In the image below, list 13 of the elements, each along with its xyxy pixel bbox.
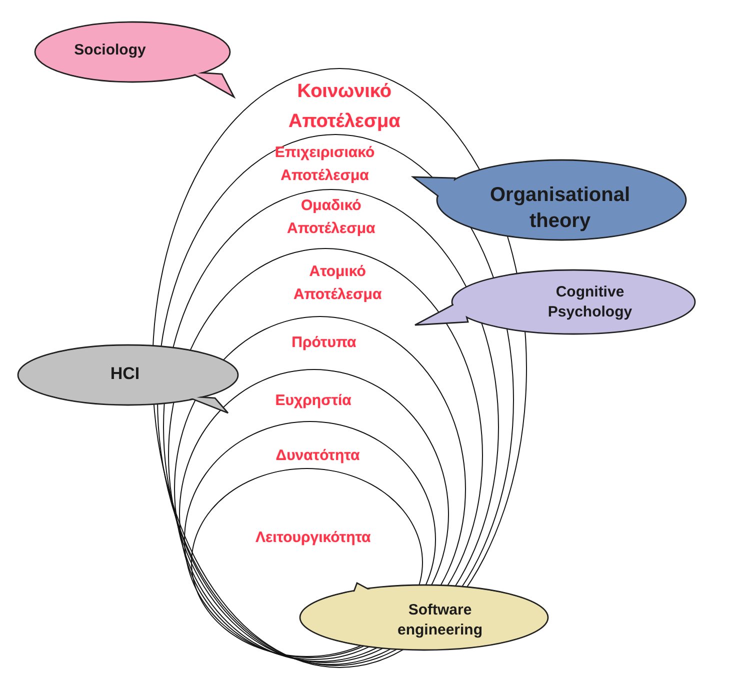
level-label: Ατομικό Αποτέλεσμα bbox=[292, 262, 383, 305]
level-label: Ευχρηστία bbox=[274, 391, 352, 412]
discipline-label: Sociology bbox=[73, 40, 147, 60]
discipline-label: Cognitive Psychology bbox=[546, 282, 634, 322]
level-label: Δυνατότητα bbox=[274, 446, 361, 466]
level-label: Επιχειρισιακό Αποτέλεσμα bbox=[274, 142, 376, 186]
level-label: Κοινωνικό Αποτέλεσμα bbox=[288, 80, 402, 134]
level-label: Λειτουργικότητα bbox=[254, 528, 372, 548]
discipline-label: Organisational theory bbox=[488, 183, 632, 234]
level-label: Ομαδικό Αποτέλεσμα bbox=[286, 196, 376, 240]
level-label: Πρότυπα bbox=[290, 332, 358, 353]
discipline-label: Software engineering bbox=[396, 600, 484, 640]
discipline-label: HCI bbox=[109, 362, 141, 385]
